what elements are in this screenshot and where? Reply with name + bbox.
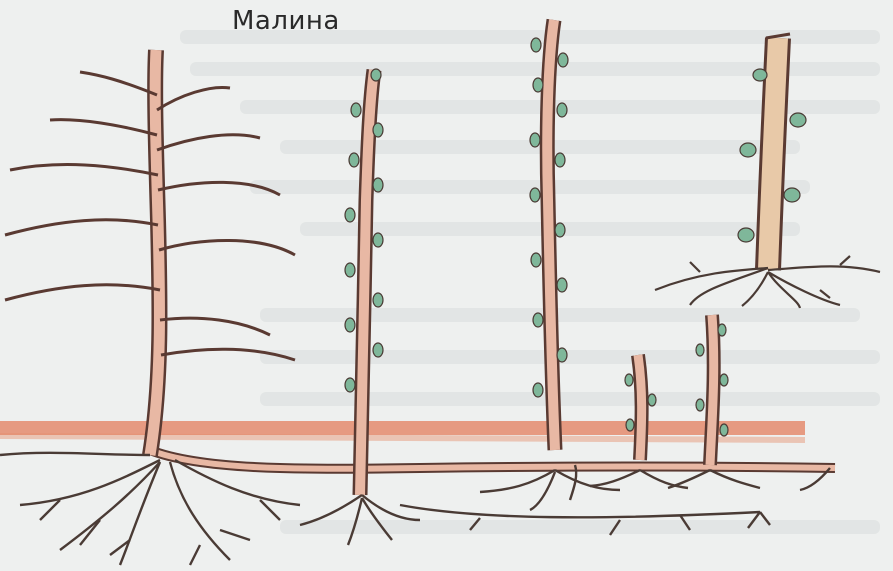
- soil-line-shade: [0, 436, 805, 440]
- rhizome-fill: [150, 450, 835, 469]
- small-shoot-1: [625, 355, 656, 460]
- young-cane-2: [530, 20, 568, 450]
- detached-cutting: [655, 34, 880, 308]
- old-cane: [5, 50, 295, 455]
